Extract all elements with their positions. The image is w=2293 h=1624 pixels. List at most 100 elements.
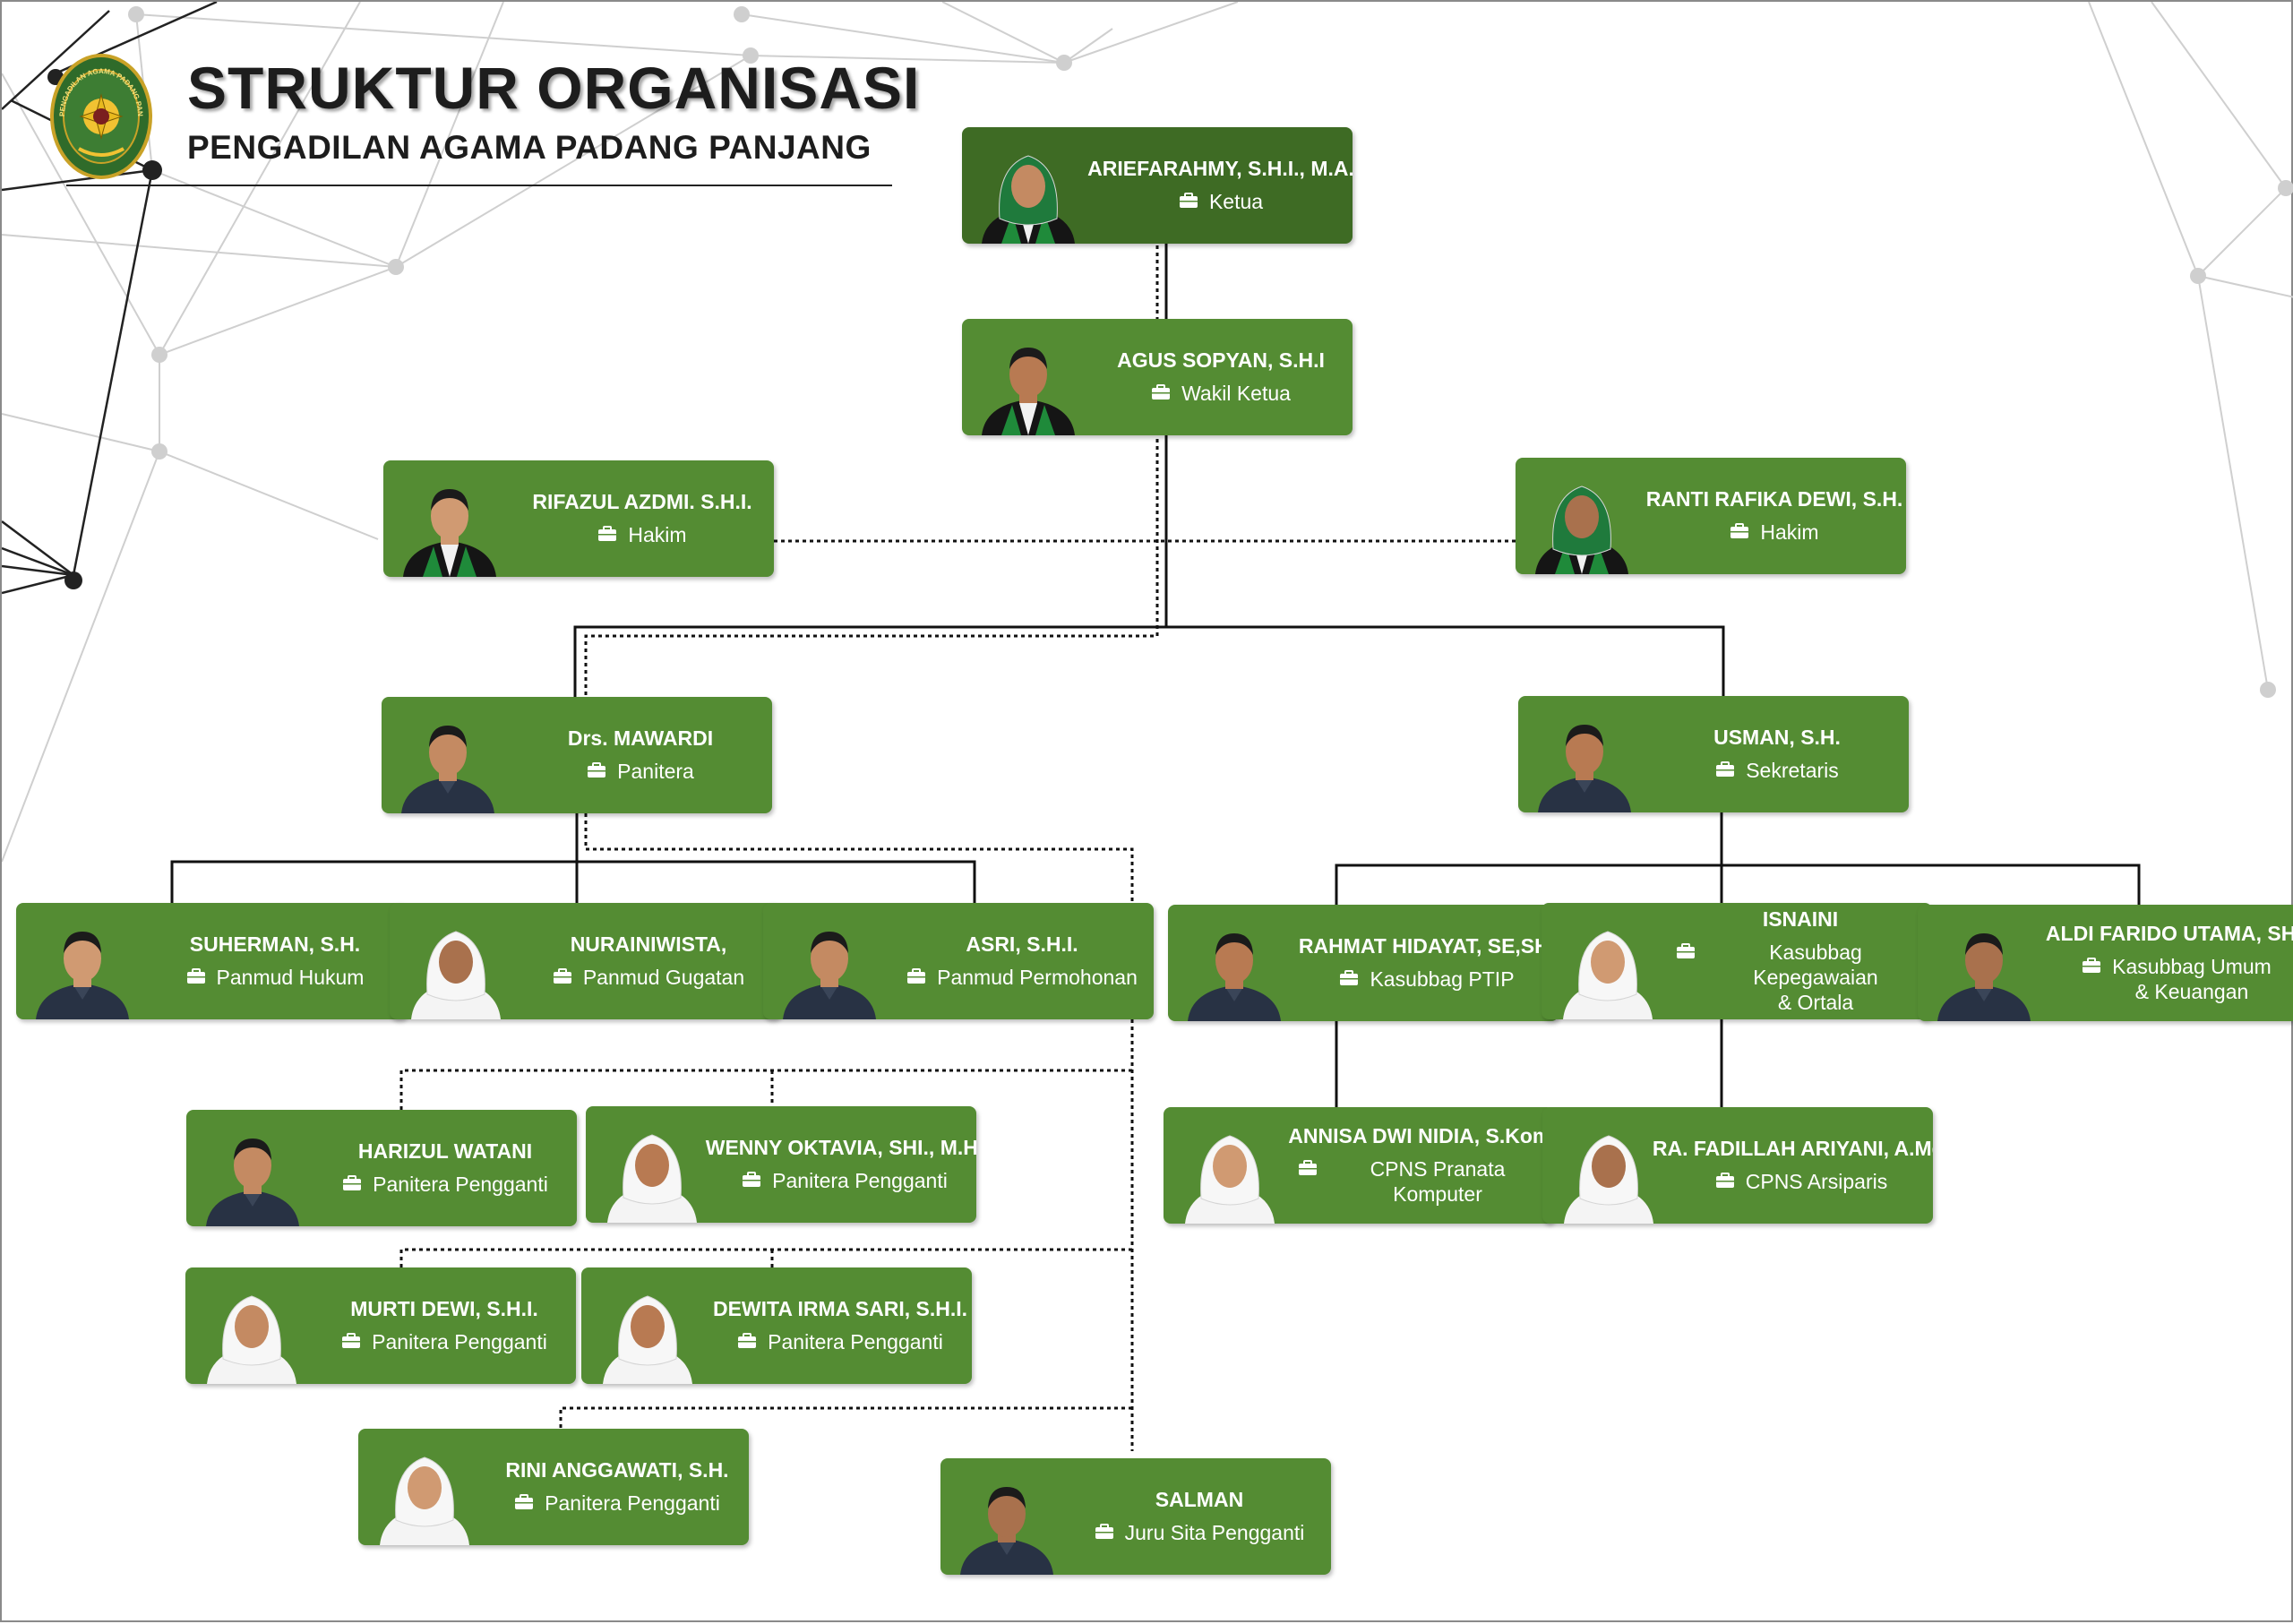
role-text: Juru Sita Pengganti — [1124, 1521, 1305, 1545]
person-card-suherman: SUHERMAN, S.H. Panmud Hukum — [16, 903, 407, 1019]
person-role: Sekretaris — [1715, 758, 1839, 783]
person-info: RIFAZUL AZDMI. S.H.I. Hakim — [518, 460, 767, 577]
person-name: SUHERMAN, S.H. — [189, 932, 361, 956]
person-role: Panitera Pengganti — [342, 1172, 548, 1197]
person-photo — [1563, 931, 1653, 1019]
person-role: Panitera Pengganti — [742, 1168, 948, 1193]
dotted-pp-row2-left — [399, 1248, 1132, 1267]
person-photo — [380, 1456, 469, 1545]
person-name: ALDI FARIDO UTAMA, SHI. — [2045, 921, 2293, 945]
person-name: ANNISA DWI NIDIA, S.Kom. — [1288, 1123, 1554, 1147]
role-text: Panitera Pengganti — [545, 1491, 720, 1516]
person-role: Ketua — [1179, 189, 1263, 214]
person-name: MURTI DEWI, S.H.I. — [350, 1296, 538, 1320]
person-card-ariefarahmy: ARIEFARAHMY, S.H.I., M.A. Ketua — [962, 127, 1353, 244]
person-name: Drs. MAWARDI — [567, 726, 714, 750]
person-info: ARIEFARAHMY, S.H.I., M.A. Ketua — [1087, 127, 1353, 244]
person-role: Panitera — [587, 759, 694, 784]
role-text: Panitera Pengganti — [373, 1173, 548, 1197]
person-name: DEWITA IRMA SARI, S.H.I. — [712, 1296, 968, 1320]
briefcase-icon — [2083, 958, 2101, 974]
court-logo: PENGADILAN AGAMA PADANG PANJANG — [48, 52, 152, 179]
person-role: Hakim — [1730, 520, 1819, 545]
person-name: SALMAN — [1155, 1487, 1244, 1511]
person-card-fadillah: RA. FADILLAH ARIYANI, A.Md. CPNS Arsipar… — [1542, 1107, 1933, 1224]
person-role: Juru Sita Pengganti — [1095, 1520, 1305, 1545]
person-info: SUHERMAN, S.H. Panmud Hukum — [150, 903, 399, 1019]
person-info: NURAINIWISTA, Panmud Gugatan — [524, 903, 773, 1019]
person-photo — [206, 1139, 299, 1226]
person-role: Kasubbag Kepegawaian & Ortala — [1676, 940, 1925, 1015]
person-info: ALDI FARIDO UTAMA, SHI. Kasubbag Umum & … — [2046, 905, 2293, 1021]
person-info: Drs. MAWARDI Panitera — [516, 697, 765, 813]
person-name: NURAINIWISTA, — [570, 932, 727, 956]
person-photo — [1185, 1135, 1275, 1224]
role-text: Ketua — [1208, 190, 1264, 214]
role-text: Kasubbag Kepegawaian & Ortala — [1753, 941, 1878, 1015]
person-card-agus: AGUS SOPYAN, S.H.I Wakil Ketua — [962, 319, 1353, 435]
person-role: Panitera Pengganti — [514, 1491, 720, 1516]
line-branch-panitera-sekretaris — [573, 625, 1725, 697]
person-photo — [36, 932, 129, 1019]
page-subtitle: PENGADILAN AGAMA PADANG PANJANG — [187, 129, 872, 166]
person-card-ranti: RANTI RAFIKA DEWI, S.H. Hakim — [1516, 458, 1906, 574]
person-card-isnaini: ISNAINI Kasubbag Kepegawaian & Ortala — [1542, 903, 1932, 1019]
person-info: MURTI DEWI, S.H.I. Panitera Pengganti — [320, 1267, 569, 1384]
person-info: RANTI RAFIKA DEWI, S.H. Hakim — [1646, 458, 1903, 574]
person-photo — [403, 489, 496, 577]
person-role: Hakim — [597, 522, 687, 547]
person-role: Kasubbag PTIP — [1339, 967, 1515, 992]
briefcase-icon — [1716, 761, 1735, 778]
person-name: ASRI, S.H.I. — [966, 932, 1078, 956]
briefcase-icon — [186, 968, 205, 984]
person-info: DEWITA IRMA SARI, S.H.I. Panitera Pengga… — [712, 1267, 968, 1384]
person-card-asri: ASRI, S.H.I. Panmud Permohonan — [763, 903, 1154, 1019]
person-name: ISNAINI — [1762, 907, 1839, 931]
person-name: USMAN, S.H. — [1713, 725, 1841, 749]
person-role: Wakil Ketua — [1151, 381, 1291, 406]
briefcase-icon — [515, 1494, 534, 1510]
person-card-annisa: ANNISA DWI NIDIA, S.Kom. CPNS Pranata Ko… — [1164, 1107, 1554, 1224]
dotted-pp-row3 — [559, 1406, 1132, 1429]
person-photo — [1535, 485, 1628, 574]
person-name: RA. FADILLAH ARIYANI, A.Md. — [1652, 1136, 1933, 1160]
briefcase-icon — [588, 762, 606, 778]
person-name: ARIEFARAHMY, S.H.I., M.A. — [1087, 156, 1353, 180]
dotted-panitera-pengganti — [584, 813, 1134, 1451]
person-info: RA. FADILLAH ARIYANI, A.Md. CPNS Arsipar… — [1653, 1107, 1933, 1224]
person-role: Kasubbag Umum & Keuangan — [2082, 954, 2272, 1004]
person-info: WENNY OKTAVIA, SHI., M.H. Panitera Pengg… — [706, 1106, 976, 1223]
page-title: STRUKTUR ORGANISASI — [187, 55, 921, 121]
person-card-rifazul: RIFAZUL AZDMI. S.H.I. Hakim — [383, 460, 774, 577]
person-name: RINI ANGGAWATI, S.H. — [505, 1457, 729, 1482]
person-card-usman: USMAN, S.H. Sekretaris — [1518, 696, 1909, 812]
person-info: ANNISA DWI NIDIA, S.Kom. CPNS Pranata Ko… — [1288, 1107, 1554, 1224]
person-name: RIFAZUL AZDMI. S.H.I. — [532, 489, 752, 513]
briefcase-icon — [598, 526, 617, 542]
briefcase-icon — [1152, 384, 1171, 400]
person-card-salman: SALMAN Juru Sita Pengganti — [940, 1458, 1331, 1575]
briefcase-icon — [907, 968, 926, 984]
person-info: RINI ANGGAWATI, S.H. Panitera Pengganti — [493, 1429, 742, 1545]
person-card-harizul: HARIZUL WATANI Panitera Pengganti — [186, 1110, 577, 1226]
person-photo — [1188, 933, 1281, 1021]
role-text: Sekretaris — [1746, 759, 1839, 783]
person-card-rini: RINI ANGGAWATI, S.H. Panitera Pengganti — [358, 1429, 749, 1545]
role-text: Wakil Ketua — [1181, 382, 1291, 406]
person-photo — [401, 726, 494, 813]
role-text: Kasubbag PTIP — [1370, 967, 1515, 992]
person-card-rahmat: RAHMAT HIDAYAT, SE,SH. Kasubbag PTIP — [1168, 905, 1559, 1021]
person-name: RAHMAT HIDAYAT, SE,SH. — [1298, 933, 1556, 958]
role-text: Hakim — [1760, 520, 1819, 545]
briefcase-icon — [1715, 1173, 1734, 1189]
role-text: Panmud Gugatan — [582, 966, 745, 990]
person-card-mawardi: Drs. MAWARDI Panitera — [382, 697, 772, 813]
person-role: Panmud Permohonan — [906, 965, 1138, 990]
person-name: AGUS SOPYAN, S.H.I — [1117, 348, 1325, 372]
person-photo — [1564, 1135, 1653, 1224]
role-text: Panmud Permohonan — [937, 966, 1138, 990]
person-card-dewita: DEWITA IRMA SARI, S.H.I. Panitera Pengga… — [581, 1267, 972, 1384]
role-text: Hakim — [628, 523, 687, 547]
person-photo — [783, 932, 876, 1019]
